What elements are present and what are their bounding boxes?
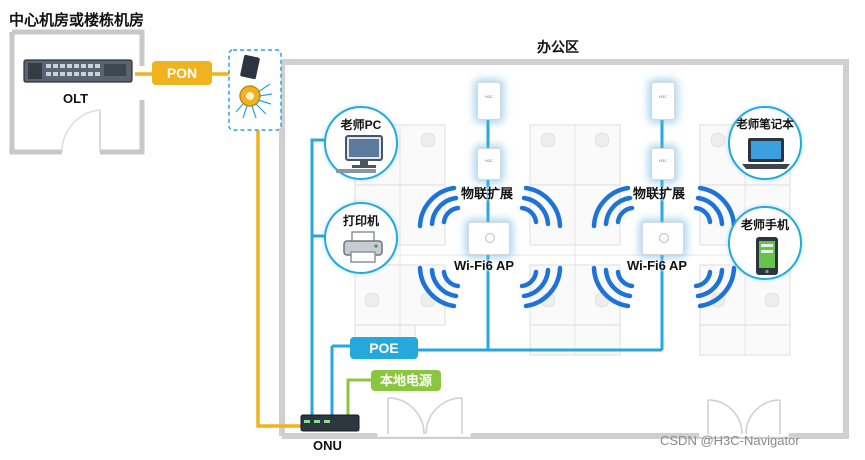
- local-power-label: 本地电源: [371, 370, 441, 391]
- laptop-icon: [742, 138, 790, 169]
- poe-link-label: POE: [350, 337, 418, 359]
- wifi6-ap-label: Wi-Fi6 AP: [627, 258, 688, 273]
- brand-mark: H3C: [484, 158, 493, 163]
- teacher-pc-label: 老师PC: [340, 118, 382, 132]
- printer-icon: [343, 231, 383, 263]
- wifi6-ap: [468, 222, 510, 255]
- wifi6-ap: [642, 222, 684, 255]
- brand-mark: H3C: [658, 93, 667, 99]
- iot-module-upper: H3C: [477, 82, 501, 120]
- power-cable: [346, 378, 372, 418]
- brand-mark: H3C: [658, 158, 667, 163]
- desktop-pc-icon: [336, 135, 383, 173]
- teacher-laptop-label: 老师笔记本: [736, 119, 794, 131]
- wifi-signal-icon: [417, 185, 737, 309]
- desk-clusters: [354, 124, 791, 356]
- splitter-icon: [228, 49, 282, 131]
- teacher-phone-label: 老师手机: [740, 218, 789, 232]
- iot-extension-label: 物联扩展: [633, 186, 686, 201]
- olt-label: OLT: [63, 91, 89, 106]
- brand-mark: H3C: [484, 93, 493, 99]
- olt-device-icon: [23, 59, 133, 83]
- central-room-walls: [9, 29, 145, 155]
- phone-icon: [756, 237, 778, 275]
- iot-module-upper: H3C: [651, 82, 675, 120]
- iot-extension-label: 物联扩展: [461, 186, 514, 201]
- iot-module-lower: H3C: [477, 148, 501, 180]
- teacher-phone-node: 老师手机: [728, 206, 802, 280]
- pon-link-label: PON: [152, 61, 212, 85]
- office-walls: [279, 59, 849, 439]
- ethernet-cables: [310, 118, 664, 418]
- central-room-title: 中心机房或楼栋机房: [9, 12, 145, 29]
- printer-node: 打印机: [324, 202, 398, 274]
- teacher-laptop-node: 老师笔记本: [728, 106, 802, 180]
- printer-label: 打印机: [342, 214, 379, 228]
- office-title: 办公区: [537, 39, 579, 55]
- wifi6-ap-label: Wi-Fi6 AP: [454, 258, 515, 273]
- ap-led: [659, 233, 669, 243]
- ap-led: [485, 233, 495, 243]
- onu-device-icon: [300, 414, 360, 432]
- iot-module-lower: H3C: [651, 148, 675, 180]
- onu-label: ONU: [313, 438, 342, 453]
- watermark: CSDN @H3C-Navigator: [660, 433, 800, 448]
- teacher-pc-node: 老师PC: [324, 106, 398, 180]
